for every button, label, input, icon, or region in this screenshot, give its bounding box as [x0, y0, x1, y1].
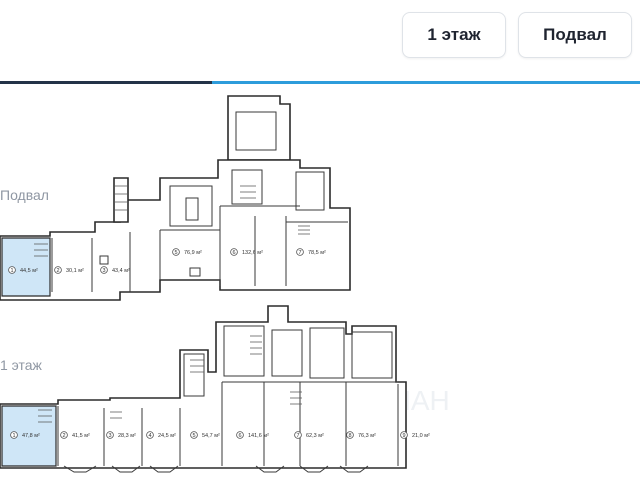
floor1-room-number: 4 [148, 433, 151, 439]
floor1-level-label: 1 этаж [0, 357, 42, 373]
floor1-room-area: 141,6 м² [248, 433, 269, 439]
floor1-room-badge [146, 431, 154, 439]
basement-room-badge [230, 248, 238, 256]
basement-room-number: 6 [232, 250, 235, 256]
basement-room-badge [100, 266, 108, 274]
floor1-room-number: 2 [62, 433, 65, 439]
floor1-room-badge [346, 431, 354, 439]
basement-room-badge [8, 266, 16, 274]
basement-room-1 [1, 237, 51, 297]
basement-level-label: Подвал [0, 187, 49, 203]
floor1-room-area: 62,3 м² [306, 433, 324, 439]
basement-room-area: 78,5 м² [308, 250, 326, 256]
floor1-room-area: 21,0 м² [412, 433, 430, 439]
floor1-room-number: 9 [402, 433, 405, 439]
basement-room-area: 30,1 м² [66, 268, 84, 274]
floor1-outline [0, 305, 407, 469]
floor1-room-badge [10, 431, 18, 439]
floor1-room-number: 8 [348, 433, 351, 439]
floor1-room-badge [60, 431, 68, 439]
floor1-room-area: 54,7 м² [202, 433, 220, 439]
basement-room-number: 7 [298, 250, 301, 256]
basement-room-badge [172, 248, 180, 256]
floor1-room-area: 47,8 м² [22, 433, 40, 439]
floor1-room-badge [294, 431, 302, 439]
basement-room-area: 43,4 м² [112, 268, 130, 274]
basement-room-number: 3 [102, 268, 105, 274]
floor1-room-area: 24,5 м² [158, 433, 176, 439]
basement-room-badge [54, 266, 62, 274]
floor1-room-number: 1 [12, 433, 15, 439]
floor1-room-number: 3 [108, 433, 111, 439]
basement-room-badge [296, 248, 304, 256]
floor1-room-area: 41,5 м² [72, 433, 90, 439]
basement-room-area: 44,5 м² [20, 268, 38, 274]
basement-room-number: 5 [174, 250, 177, 256]
basement-room-number: 1 [10, 268, 13, 274]
floor1-room-badge [400, 431, 408, 439]
floor1-room-badge [190, 431, 198, 439]
basement-room-number: 2 [56, 268, 59, 274]
floor1-room-number: 6 [238, 433, 241, 439]
floor1-room-badge [236, 431, 244, 439]
basement-room-area: 76,9 м² [184, 250, 202, 256]
floor1-room-area: 76,3 м² [358, 433, 376, 439]
tab-divider-active [0, 81, 212, 84]
basement-room-area: 132,6 м² [242, 250, 263, 256]
basement-button[interactable]: Подвал [518, 12, 632, 58]
floor1-room-badge [106, 431, 114, 439]
floor1-plan [0, 305, 407, 473]
floor1-room-number: 5 [192, 433, 195, 439]
tab-divider [0, 81, 640, 84]
floor1-room-1 [1, 405, 57, 467]
floor1-room-area: 28,3 м² [118, 433, 136, 439]
floor-1-button[interactable]: 1 этаж [402, 12, 506, 58]
basement-plan [0, 95, 351, 301]
floor1-room-number: 7 [296, 433, 299, 439]
